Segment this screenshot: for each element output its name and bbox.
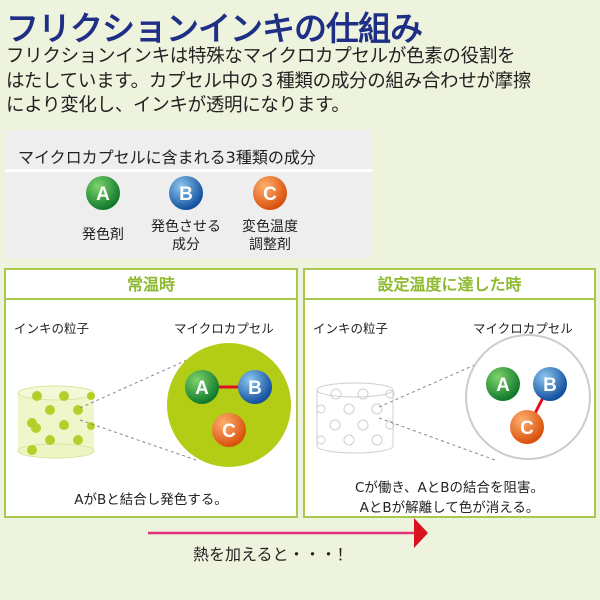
component-a-icon: A bbox=[185, 370, 219, 404]
colored-capsule-illustration: A B C bbox=[17, 343, 291, 467]
component-c-icon: C bbox=[253, 176, 287, 210]
page-title: フリクションインキの仕組み bbox=[6, 9, 423, 48]
svg-text:B: B bbox=[179, 184, 193, 205]
description-line: フリクションインキは特殊なマイクロカプセルが色素の役割を bbox=[6, 46, 516, 67]
component-b-label: 発色させる bbox=[151, 219, 221, 235]
normal-temperature-panel: 常温時 インキの粒子 マイクロカプセル AがBと結合し発色する。 A B C bbox=[4, 268, 298, 518]
component-b-icon: B bbox=[169, 176, 203, 210]
component-c-label: 変色温度 bbox=[242, 219, 298, 235]
component-a-icon: A bbox=[486, 367, 520, 401]
panel-title: 設定温度に達した時 bbox=[305, 270, 594, 300]
svg-text:B: B bbox=[248, 378, 262, 399]
component-c-icon: C bbox=[212, 413, 246, 447]
svg-text:B: B bbox=[543, 375, 557, 396]
svg-text:A: A bbox=[96, 184, 110, 205]
divider bbox=[5, 169, 372, 172]
component-b-label: 成分 bbox=[172, 237, 200, 253]
svg-text:C: C bbox=[520, 418, 534, 439]
component-c-label: 調整剤 bbox=[249, 237, 291, 253]
components-heading: マイクロカプセルに含まれる3種類の成分 bbox=[18, 148, 316, 167]
panel-title: 常温時 bbox=[6, 270, 296, 300]
description-line: により変化し、インキが透明になります。 bbox=[6, 95, 350, 116]
component-a-icon: A bbox=[86, 176, 120, 210]
ink-particle-label: インキの粒子 bbox=[14, 321, 90, 336]
set-temperature-panel: 設定温度に達した時 インキの粒子 マイクロカプセル Cが働き、AとBの結合を阻害… bbox=[303, 268, 596, 518]
microcapsule bbox=[465, 334, 591, 460]
component-c-icon: C bbox=[510, 410, 544, 444]
svg-text:C: C bbox=[263, 184, 277, 205]
ink-cylinder-icon bbox=[17, 385, 95, 459]
ink-particle-label: インキの粒子 bbox=[313, 321, 389, 336]
svg-text:C: C bbox=[222, 421, 236, 442]
decolored-capsule-illustration: A B C bbox=[316, 334, 591, 461]
microcapsule-label: マイクロカプセル bbox=[174, 321, 274, 336]
panel-caption: AがBと結合し発色する。 bbox=[74, 492, 228, 508]
arrow-caption: 熱を加えると・・・！ bbox=[193, 545, 353, 564]
svg-text:A: A bbox=[496, 375, 510, 396]
microcapsule-label: マイクロカプセル bbox=[473, 321, 573, 336]
ink-cylinder-icon bbox=[316, 382, 395, 454]
description-line: はたしています。カプセル中の３種類の成分の組み合わせが摩擦 bbox=[6, 71, 532, 92]
component-b-icon: B bbox=[533, 367, 567, 401]
component-b-icon: B bbox=[238, 370, 272, 404]
svg-text:A: A bbox=[195, 378, 209, 399]
panel-caption: AとBが解離して色が消える。 bbox=[359, 500, 540, 516]
panel-caption: Cが働き、AとBの結合を阻害。 bbox=[355, 480, 544, 496]
component-a-label: 発色剤 bbox=[82, 227, 124, 243]
